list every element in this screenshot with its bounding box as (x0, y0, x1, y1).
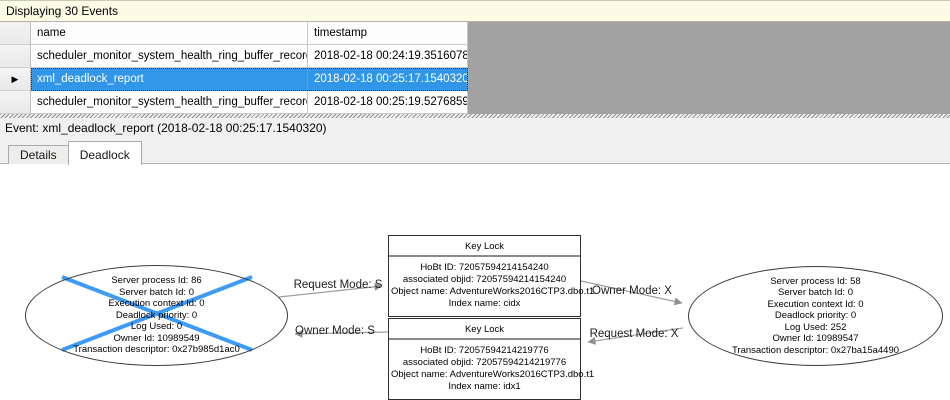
node-text-line: Deadlock priority: 0 (774, 310, 857, 322)
column-header-name[interactable]: name (31, 22, 308, 45)
event-name-cell[interactable]: scheduler_monitor_system_health_ring_buf… (31, 91, 308, 114)
key-lock-node-cidx[interactable]: Key Lock HoBt ID: 72057594214154240 asso… (388, 235, 595, 317)
edge-label-owner-mode-s: Owner Mode: S (295, 325, 375, 337)
event-name-cell[interactable]: xml_deadlock_report (31, 68, 308, 91)
deadlock-graph: Server process Id: 86 Server batch Id: 0… (0, 164, 950, 400)
event-row-2-selected[interactable]: ▶ xml_deadlock_report 2018-02-18 00:25:1… (0, 68, 950, 91)
event-name-cell[interactable]: scheduler_monitor_system_health_ring_buf… (31, 45, 308, 68)
process-node-survivor[interactable]: Server process Id: 58 Server batch Id: 0… (688, 266, 943, 366)
edge-line-request-mode-x (587, 327, 684, 345)
key-lock-body: HoBt ID: 72057594214154240 associated ob… (389, 257, 595, 316)
node-text-line: Log Used: 252 (784, 321, 847, 333)
node-text-line: HoBt ID: 72057594214219776 (420, 345, 549, 356)
node-text-line: HoBt ID: 72057594214154240 (420, 262, 549, 273)
edge-label-owner-mode-x: Owner Mode: X (592, 285, 672, 297)
node-text-line: Transaction descriptor: 0x27ba15a4490 (731, 344, 900, 356)
node-text-line: Log Used: 0 (130, 321, 183, 333)
row-cells: xml_deadlock_report 2018-02-18 00:25:17.… (31, 68, 468, 91)
row-gutter[interactable] (0, 45, 31, 68)
row-gutter[interactable]: ▶ (0, 68, 31, 91)
node-text-line: associated objid: 72057594214154240 (402, 274, 567, 285)
tab-deadlock[interactable]: Deadlock (67, 141, 142, 165)
tab-strip: Details Deadlock (0, 139, 950, 165)
node-text-line: Owner Id: 10989547 (772, 333, 859, 345)
node-text-line: Server process Id: 86 (111, 275, 202, 287)
key-lock-title: Key Lock (389, 319, 580, 340)
edge-line-request-mode-s (278, 282, 383, 298)
pane-splitter[interactable] (0, 114, 950, 118)
row-gutter[interactable] (0, 91, 31, 114)
node-text-line: Index name: idx1 (448, 381, 521, 392)
header-cells: name timestamp (31, 22, 468, 45)
grid-header-filler (468, 22, 950, 45)
row-filler (468, 91, 950, 114)
edge-label-request-mode-s: Request Mode: S (293, 279, 383, 291)
node-text-line: Object name: AdventureWorks2016CTP3.dbo.… (391, 369, 595, 380)
row-cells: scheduler_monitor_system_health_ring_buf… (31, 45, 468, 68)
node-text-line: associated objid: 72057594214219776 (402, 357, 567, 368)
row-filler (468, 45, 950, 68)
grid-corner-cell[interactable] (0, 22, 31, 45)
node-text-line: Transaction descriptor: 0x27b985d1ac0 (73, 344, 240, 356)
grid-header-row: name timestamp (0, 22, 950, 45)
key-lock-body: HoBt ID: 72057594214219776 associated ob… (389, 340, 595, 399)
node-text-line: Deadlock priority: 0 (115, 309, 198, 321)
edge-line-owner-mode-x (580, 280, 683, 306)
key-lock-title: Key Lock (389, 236, 580, 257)
node-text-line: Execution context Id: 0 (108, 298, 205, 310)
node-text-line: Server process Id: 58 (770, 275, 861, 287)
event-timestamp-cell[interactable]: 2018-02-18 00:24:19.3516078 (308, 45, 468, 68)
current-row-arrow-icon: ▶ (11, 73, 19, 84)
node-text-line: Object name: AdventureWorks2016CTP3.dbo.… (391, 286, 595, 297)
row-filler (468, 68, 950, 91)
edge-label-request-mode-x: Request Mode: X (589, 328, 679, 340)
row-cells: scheduler_monitor_system_health_ring_buf… (31, 91, 468, 114)
tab-details[interactable]: Details (8, 145, 69, 164)
events-grid: name timestamp scheduler_monitor_system_… (0, 22, 950, 114)
key-lock-node-idx1[interactable]: Key Lock HoBt ID: 72057594214219776 asso… (388, 318, 595, 400)
column-header-timestamp[interactable]: timestamp (308, 22, 468, 45)
event-summary-bar: Event: xml_deadlock_report (2018-02-18 0… (0, 118, 950, 139)
edge-line-owner-mode-s (294, 329, 390, 338)
node-text-line: Index name: cidx (448, 298, 521, 309)
node-text-line: Execution context Id: 0 (767, 298, 864, 310)
node-text-line: Owner Id: 10989549 (113, 332, 200, 344)
node-text-line: Server batch Id: 0 (119, 286, 194, 298)
event-row-1[interactable]: scheduler_monitor_system_health_ring_buf… (0, 45, 950, 68)
events-count-bar: Displaying 30 Events (0, 0, 950, 22)
node-text-line: Server batch Id: 0 (778, 287, 853, 299)
event-timestamp-cell[interactable]: 2018-02-18 00:25:19.5276859 (308, 91, 468, 114)
event-row-3[interactable]: scheduler_monitor_system_health_ring_buf… (0, 91, 950, 114)
event-timestamp-cell[interactable]: 2018-02-18 00:25:17.1540320 (308, 68, 468, 91)
process-node-victim[interactable]: Server process Id: 86 Server batch Id: 0… (25, 265, 288, 366)
